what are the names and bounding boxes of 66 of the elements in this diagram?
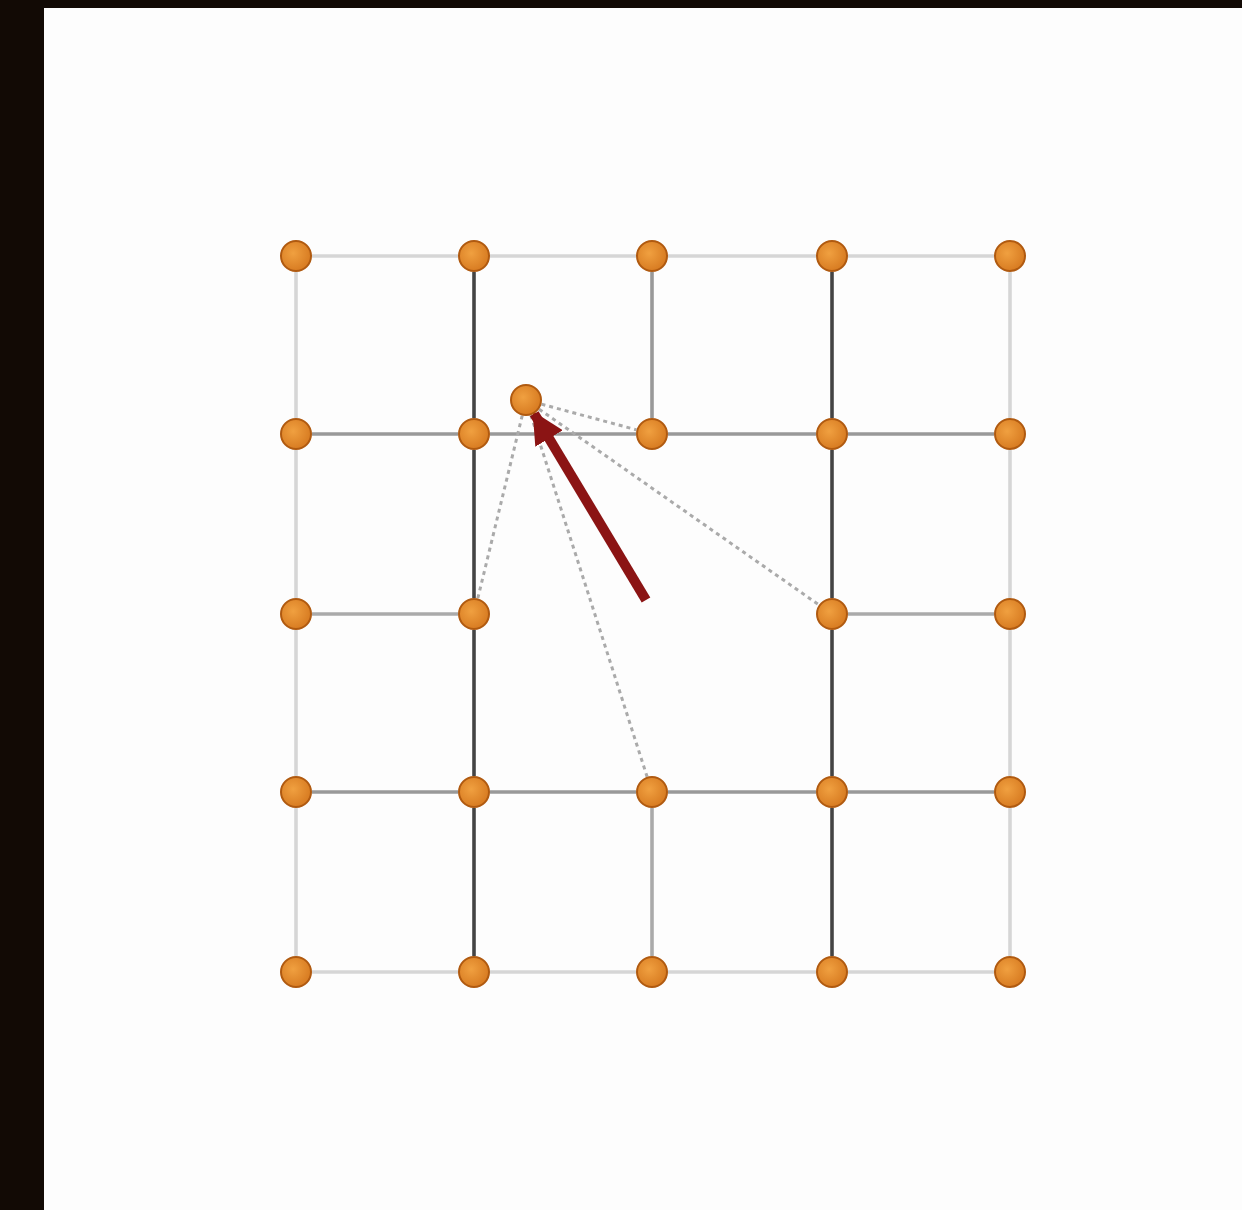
grid-node [994, 598, 1026, 630]
grid-node [816, 598, 848, 630]
grid-line [490, 970, 636, 974]
grid-node [458, 956, 490, 988]
grid-line [668, 790, 816, 794]
grid-line [312, 790, 458, 794]
grid-node [280, 598, 312, 630]
grid-line [650, 272, 654, 418]
dotted-line [529, 414, 649, 778]
grid-line [490, 254, 636, 258]
grid-node [994, 776, 1026, 808]
grid-line [848, 970, 994, 974]
grid-line [490, 432, 636, 436]
grid-line [830, 272, 834, 418]
grid-line [1008, 450, 1012, 598]
grid-line [668, 970, 816, 974]
grid-line [830, 450, 834, 598]
grid-node [994, 956, 1026, 988]
grid-node [994, 418, 1026, 450]
grid-line [472, 630, 476, 776]
grid-line [472, 808, 476, 956]
grid-line [830, 630, 834, 776]
grid-line [312, 432, 458, 436]
grid-node [458, 418, 490, 450]
grid-line [490, 790, 636, 794]
grid-node [816, 956, 848, 988]
grid-line [312, 254, 458, 258]
grid-line [1008, 272, 1012, 418]
grid-line [1008, 630, 1012, 776]
grid-node [816, 240, 848, 272]
free-node [510, 384, 542, 416]
dotted-line [541, 402, 637, 432]
grid-node [994, 240, 1026, 272]
grid-line [294, 272, 298, 418]
grid-line [312, 612, 458, 616]
grid-node [636, 776, 668, 808]
grid-line [472, 272, 476, 418]
grid-line [294, 808, 298, 956]
grid-line [830, 808, 834, 956]
grid-node [280, 776, 312, 808]
dotted-line [538, 407, 820, 607]
grid-line [848, 254, 994, 258]
grid-node [280, 240, 312, 272]
grid-node [636, 418, 668, 450]
grid-line [650, 808, 654, 956]
grid-line [668, 254, 816, 258]
grid-line [848, 612, 994, 616]
grid-node [458, 598, 490, 630]
grid-line [848, 790, 994, 794]
grid-line [848, 432, 994, 436]
grid-line [294, 630, 298, 776]
grid-node [816, 776, 848, 808]
grid-line [668, 432, 816, 436]
grid-line [472, 450, 476, 598]
grid-node [280, 956, 312, 988]
grid-node [458, 776, 490, 808]
grid-node [816, 418, 848, 450]
grid-node [458, 240, 490, 272]
grid-line [312, 970, 458, 974]
arrow [529, 411, 651, 603]
grid-line [1008, 808, 1012, 956]
grid-node [636, 240, 668, 272]
grid-node [280, 418, 312, 450]
grid-line [294, 450, 298, 598]
grid-node [636, 956, 668, 988]
dotted-line [476, 415, 524, 599]
